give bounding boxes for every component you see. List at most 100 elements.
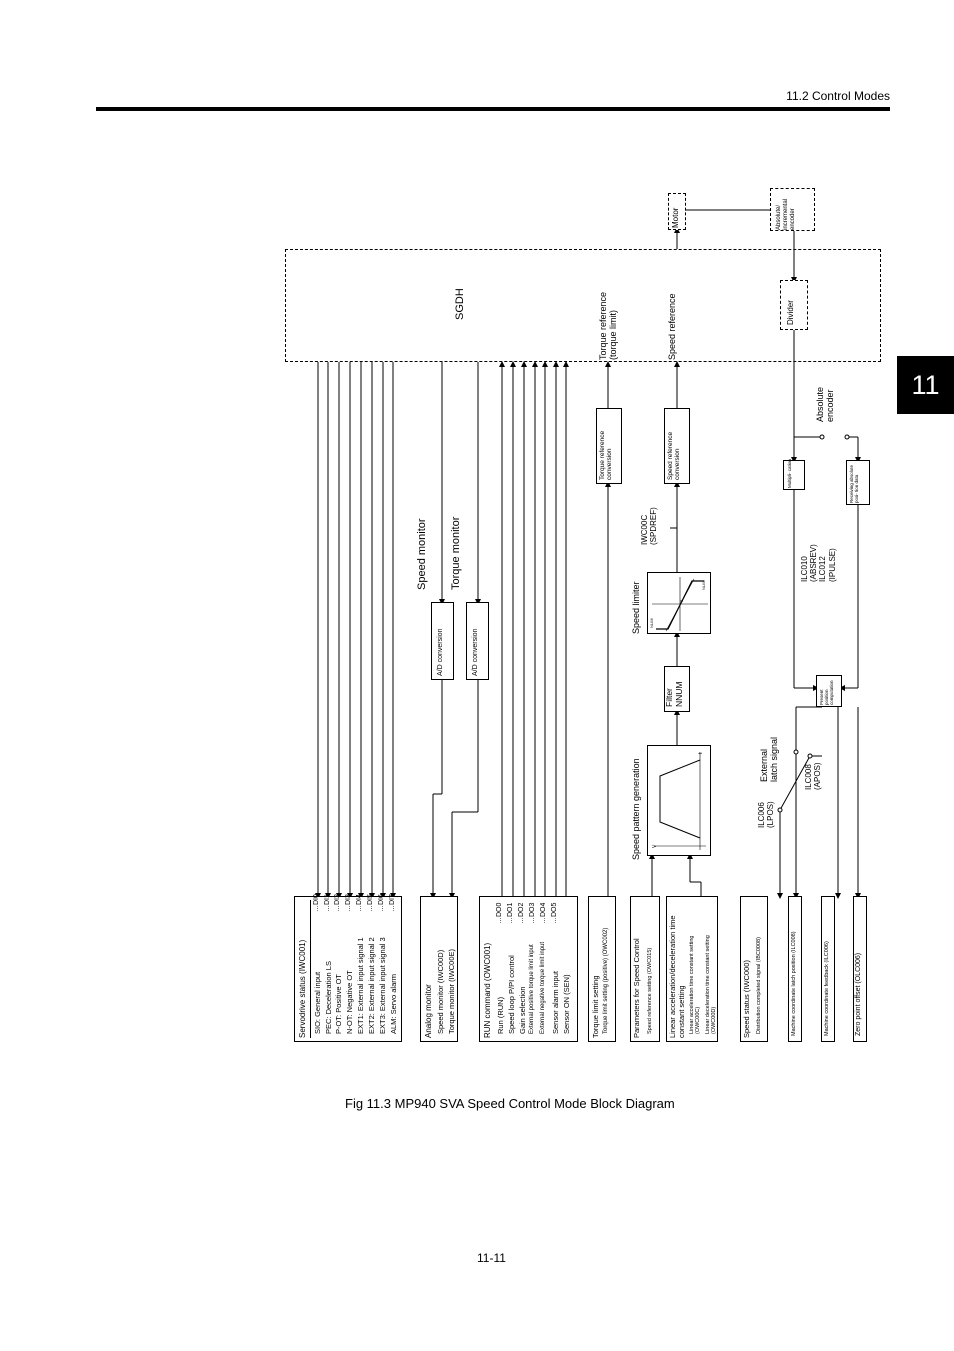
zero-offset-panel [853,896,867,1042]
accel-panel [666,896,718,1042]
accel-row-0: Linear acceleration time constant settin… [689,935,701,1034]
run-code-2: …DO2 [518,902,525,924]
servo-row-6: EXT3: External input signal 3 [378,937,387,1034]
run-row-3: External positive torque limit input [529,944,535,1034]
run-command-title: RUN command (OWC001) [483,942,492,1038]
servo-code-6: …DI6 [378,894,385,912]
speed-pattern-box [647,745,711,856]
header-rule [96,107,890,111]
filter-label: Filter NNUM [664,681,684,708]
ad-conversion-label-2: A/D conversion [472,628,479,676]
sgdh-block [285,249,881,362]
divider-box [780,280,808,330]
ad-conversion-box-1 [431,602,454,680]
servo-code-5: …DI5 [367,894,374,912]
analog-monitor-title: Analog monitor [424,984,433,1038]
present-position-label: Present position computation [819,680,835,705]
multiplication-label: Multipli- cation [787,459,792,488]
speed-status-title: Speed status (IWC000) [742,960,751,1038]
accel-row-1: Linear deceleration time constant settin… [705,935,717,1034]
run-code-4: …DO4 [540,902,547,924]
limiter-nlim: NLIM [649,618,654,628]
speed-pattern-label: Speed pattern generation [631,758,641,860]
torque-limit-panel [588,896,616,1042]
accel-title: Linear acceleration/deceleration time co… [668,915,686,1038]
servo-status-rows [310,900,400,1038]
filter-box [664,666,690,712]
servo-code-0: …DI0 [313,894,320,912]
torque-limit-title: Torque limit setting [591,975,600,1038]
encoder-box [770,188,815,231]
external-latch-label: External latch signal [759,736,780,782]
servo-row-7: ALM: Servo alarm [389,973,398,1034]
servo-row-0: SIO: General input [313,971,322,1034]
multiplication-box [783,460,805,490]
receiving-label: Receiving absolute posi- tion data [849,464,860,503]
analog-row-1: Torque monitor (IWC00E) [447,948,456,1034]
servo-row-2: P-OT: Positive OT [334,973,343,1034]
encoder-label: Absolute/ incremental encoder [776,198,796,230]
run-row-1: Speed loop P/PI control [507,955,516,1034]
servo-code-7: …DI7 [389,894,396,912]
servo-code-3: …DI3 [345,894,352,912]
pattern-t: t [698,752,704,754]
servo-row-3: N-OT: Negative OT [345,970,354,1034]
machine-latch-title: Machine coordinate latch position (ILC00… [791,931,797,1036]
speed-params-row-0: Speed reference setting (OWC015) [647,947,653,1034]
spdref-label: IWC00C (SPDREF) [640,507,659,545]
run-row-4: External negative torque limit input [540,941,546,1034]
speed-limiter-box [647,572,711,634]
servo-code-4: …DI4 [356,894,363,912]
speed-params-title: Parameters for Speed Control [632,938,641,1038]
ilc010-label: ILC010 (ABSREV) ILC012 (IPULSE) [800,544,837,582]
run-row-6: Sensor ON (SEN) [562,974,571,1034]
machine-feedback-title: Machine coordinate feedback (ILC006) [824,941,830,1036]
run-code-5: …DO5 [551,902,558,924]
speed-params-panel [630,896,660,1042]
pattern-graph [654,752,706,850]
speed-monitor-label: Speed monitor [416,518,428,590]
run-code-3: …DO3 [529,902,536,924]
torque-limit-row-0: Torque limit setting (positive) (OWC002) [603,927,609,1034]
divider-label: Divider [786,300,795,325]
ilc008-label: ILC008 (APOS) [804,762,823,790]
motor-label: Motor [671,207,680,228]
servo-row-1: PEC: Deceleration LS [324,961,333,1034]
speed-ref-conversion-box [664,408,690,484]
limiter-nlim-2: NLIM [701,580,706,590]
absolute-encoder-label: Absolute encoder [815,386,836,422]
ad-conversion-box-2 [466,602,489,680]
servo-code-2: …DI2 [334,894,341,912]
motor-box [668,193,686,230]
figure-caption: Fig 11.3 MP940 SVA Speed Control Mode Bl… [345,1096,675,1111]
run-row-0: Run (RUN) [496,996,505,1034]
section-header: 11.2 Control Modes [786,89,890,103]
limiter-zero: 0 [679,599,684,602]
servo-row-5: EXT2: External input signal 2 [367,937,376,1034]
torque-ref-conversion-label: Torque reference conversion [599,430,614,480]
torque-ref-label: Torque reference (torque limit) [598,291,619,360]
present-position-box [816,675,842,707]
run-row-5: Sensor alarm input [551,971,560,1034]
servo-code-1: …DI1 [324,894,331,912]
run-row-2: Gain selection [518,986,527,1034]
torque-monitor-label: Torque monitor [450,516,462,590]
sgdh-label: SGDH [454,288,466,320]
run-code-0: …DO0 [496,902,503,924]
machine-feedback-panel [821,896,835,1042]
speed-status-row-0: Distribution completed signal (IBC0008) [756,937,762,1034]
receiving-box [846,460,870,505]
ad-conversion-label-1: A/D conversion [437,628,444,676]
run-code-1: …DO1 [507,902,514,924]
torque-ref-conversion-box [596,408,622,484]
pattern-v: V [652,844,658,848]
limiter-graph [652,577,708,632]
ilc006-label: ILC006 (LPOS) [757,801,776,828]
chapter-tab: 11 [897,356,954,414]
zero-offset-title: Zero point offset (OLC006) [855,952,862,1036]
run-command-panel [479,896,578,1042]
analog-monitor-panel [420,896,458,1042]
analog-row-0: Speed monitor (IWC00D) [436,949,445,1034]
speed-ref-conversion-label: Speed reference conversion [667,431,682,480]
